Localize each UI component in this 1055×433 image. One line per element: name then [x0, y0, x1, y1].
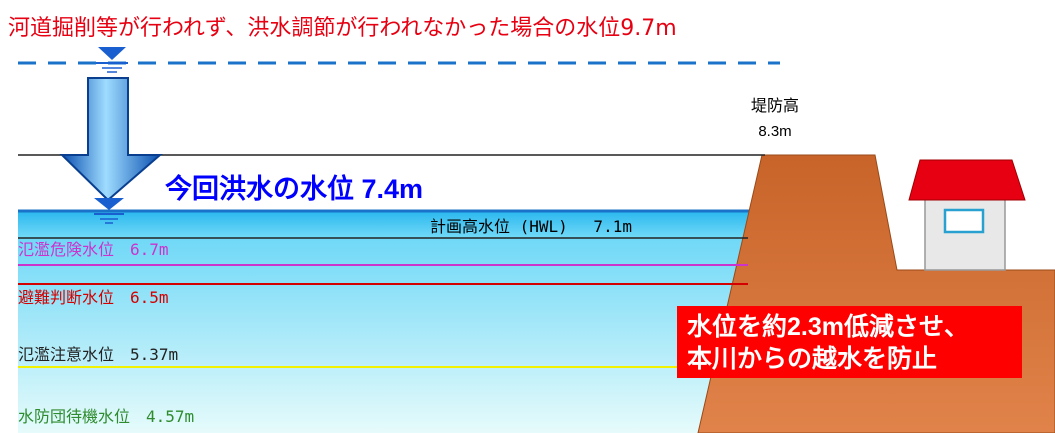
house-icon: [908, 159, 1026, 271]
water-mark-icon: [96, 47, 128, 73]
hwl-label: 計画高水位 (HWL) 7.1m: [430, 217, 632, 236]
river-water: [18, 210, 778, 433]
callout-line-2: 本川からの越水を防止: [687, 345, 938, 373]
callout-line-1: 水位を約2.3m低減させ、: [687, 313, 969, 341]
reduction-callout: 水位を約2.3m低減させ、 本川からの越水を防止: [677, 306, 1022, 378]
flood-danger-level-label: 氾濫危険水位 6.7m: [18, 240, 169, 259]
down-arrow-icon: [59, 77, 163, 202]
current-water-level-label: 今回洪水の水位 7.4m: [165, 174, 424, 204]
levee-height-label: 堤防高: [750, 98, 799, 115]
evacuation-level-label: 避難判断水位 6.5m: [18, 288, 169, 307]
levee-height-value: 8.3m: [758, 123, 792, 140]
standby-level-label: 水防団待機水位 4.57m: [18, 407, 195, 426]
diagram-title: 河道掘削等が行われず、洪水調節が行われなかった場合の水位9.7m: [8, 16, 677, 41]
flood-caution-level-label: 氾濫注意水位 5.37m: [18, 345, 179, 364]
water-mark-icon: [94, 198, 124, 224]
